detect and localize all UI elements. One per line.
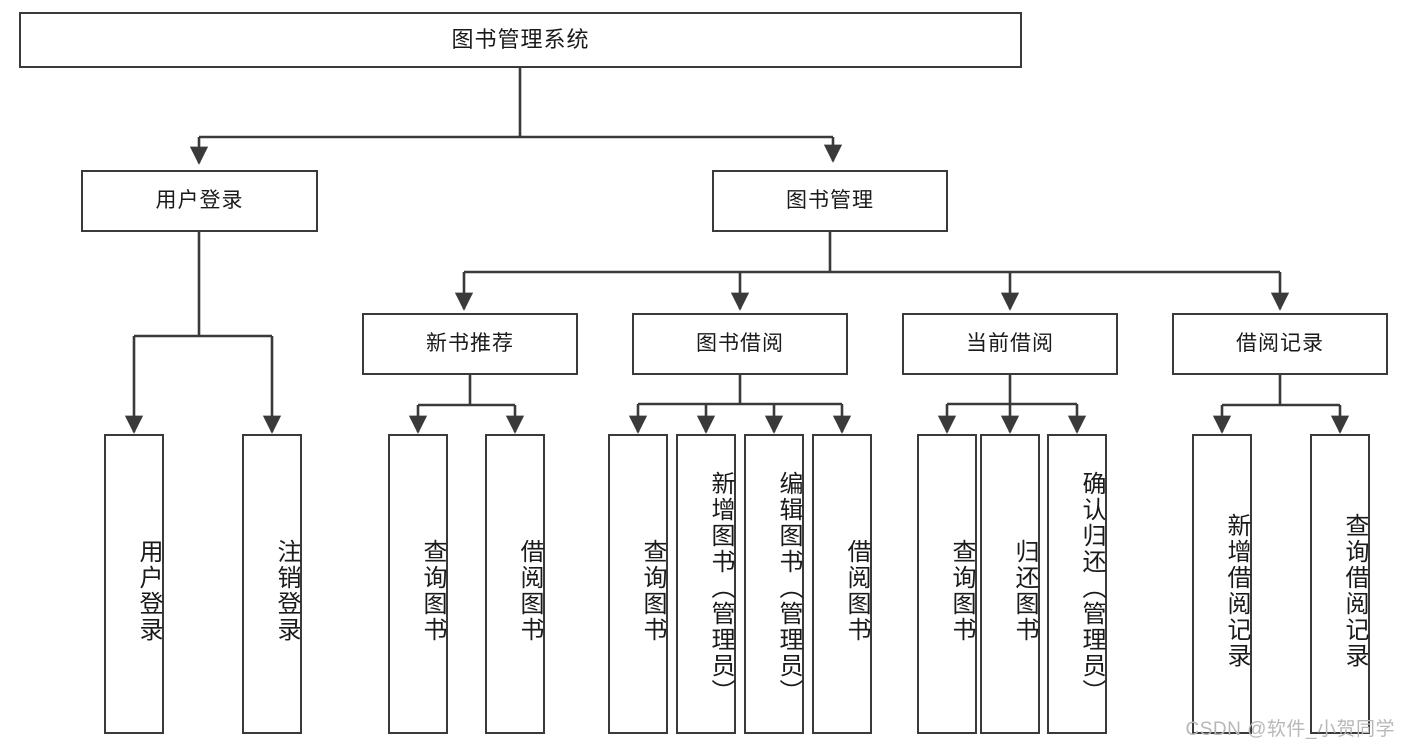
leaf-confirm-return-admin[interactable]: 确认归还（管理员） — [1047, 434, 1107, 734]
node-label: 编辑图书（管理员） — [775, 471, 802, 705]
node-current-borrow[interactable]: 当前借阅 — [902, 313, 1118, 375]
node-label: 用户登录 — [155, 189, 244, 213]
node-label: 查询图书 — [948, 539, 975, 643]
node-label: 查询借阅记录 — [1341, 513, 1368, 669]
node-book-borrow[interactable]: 图书借阅 — [632, 313, 848, 375]
node-label: 借阅图书 — [843, 539, 870, 643]
node-label: 归还图书 — [1011, 539, 1038, 643]
node-new-book-recommend[interactable]: 新书推荐 — [362, 313, 578, 375]
node-label: 新书推荐 — [426, 332, 514, 356]
node-book-management[interactable]: 图书管理 — [712, 170, 948, 232]
leaf-query-borrow-record[interactable]: 查询借阅记录 — [1310, 434, 1370, 734]
leaf-add-borrow-record[interactable]: 新增借阅记录 — [1192, 434, 1252, 734]
node-label: 图书管理 — [786, 189, 874, 213]
leaf-return-book[interactable]: 归还图书 — [980, 434, 1040, 734]
node-label: 图书借阅 — [696, 332, 784, 356]
node-borrow-record[interactable]: 借阅记录 — [1172, 313, 1388, 375]
leaf-borrow-book[interactable]: 借阅图书 — [812, 434, 872, 734]
node-label: 用户登录 — [135, 539, 162, 643]
node-user-login[interactable]: 用户登录 — [81, 170, 318, 232]
node-label: 当前借阅 — [966, 332, 1054, 356]
node-label: 新增借阅记录 — [1223, 513, 1250, 669]
leaf-borrow-book-recommend[interactable]: 借阅图书 — [485, 434, 545, 734]
leaf-query-book-recommend[interactable]: 查询图书 — [388, 434, 448, 734]
leaf-edit-book-admin[interactable]: 编辑图书（管理员） — [744, 434, 804, 734]
leaf-logout-login[interactable]: 注销登录 — [242, 434, 302, 734]
node-label: 图书管理系统 — [451, 26, 590, 52]
leaf-query-book-borrow[interactable]: 查询图书 — [608, 434, 668, 734]
leaf-query-book-current[interactable]: 查询图书 — [917, 434, 977, 734]
node-root-system[interactable]: 图书管理系统 — [19, 12, 1022, 68]
node-label: 新增图书（管理员） — [707, 471, 734, 705]
node-label: 查询图书 — [639, 539, 666, 643]
leaf-add-book-admin[interactable]: 新增图书（管理员） — [676, 434, 736, 734]
node-label: 确认归还（管理员） — [1078, 471, 1105, 705]
node-label: 借阅记录 — [1236, 332, 1324, 356]
leaf-user-login[interactable]: 用户登录 — [104, 434, 164, 734]
node-label: 借阅图书 — [516, 539, 543, 643]
node-label: 注销登录 — [273, 539, 300, 643]
node-label: 查询图书 — [419, 539, 446, 643]
watermark: CSDN @软件_小贺同学 — [1185, 719, 1395, 740]
